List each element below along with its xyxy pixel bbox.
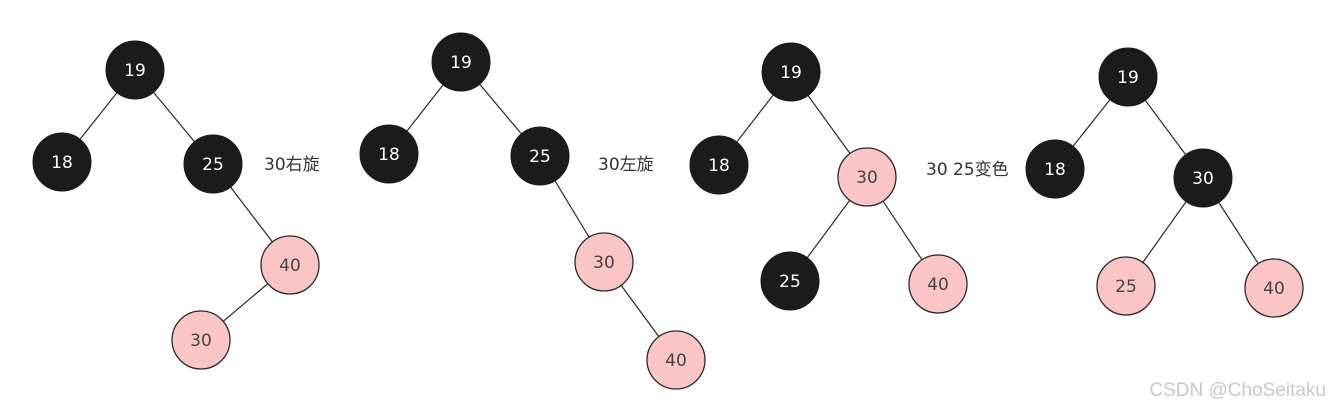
node-label-b25: 25 [529,147,551,167]
red-node-d40 [1244,258,1304,318]
black-node-b25 [510,126,570,186]
node-label-a18: 18 [51,153,73,173]
step-label-left-rotate: 30左旋 [598,155,654,175]
tree-diagram-2: 19 18 25 30 40 [359,32,706,390]
red-node-a40 [260,235,320,295]
black-node-a25 [183,134,243,194]
node-label-b19: 19 [450,53,472,73]
red-node-c40 [908,254,968,314]
node-label-b18: 18 [378,145,400,165]
black-node-b19 [431,32,491,92]
edges-layer [61,61,1275,361]
red-node-d25 [1096,256,1156,316]
red-node-b30 [574,232,634,292]
tree-diagram-3: 19 18 30 25 40 [689,42,968,314]
black-node-d18 [1025,139,1085,199]
step-label-recolor: 30 25变色 [926,160,1009,180]
black-node-d30 [1173,148,1233,208]
watermark: CSDN @ChoSeitaku [1149,380,1326,401]
red-node-a30 [171,310,231,370]
red-node-b40 [646,330,706,390]
red-node-c30 [837,147,897,207]
black-node-a18 [32,132,92,192]
node-label-a30: 30 [190,331,212,351]
node-label-d18: 18 [1044,160,1066,180]
black-node-c19 [761,42,821,102]
step-labels-layer: 30右旋 30左旋 30 25变色 [264,155,1009,180]
node-label-d30: 30 [1192,169,1214,189]
tree-diagram-1: 19 18 25 40 30 [32,40,320,370]
node-label-d19: 19 [1117,68,1139,88]
node-label-a25: 25 [202,155,224,175]
black-node-d19 [1098,47,1158,107]
node-label-c30: 30 [856,168,878,188]
node-label-c18: 18 [708,156,730,176]
node-label-d25: 25 [1115,277,1137,297]
black-node-c18 [689,135,749,195]
black-node-a19 [105,40,165,100]
black-node-c25 [760,251,820,311]
node-label-c19: 19 [780,63,802,83]
node-label-c25: 25 [779,272,801,292]
node-label-d40: 40 [1263,279,1285,299]
node-label-b30: 30 [593,253,615,273]
nodes-layer: 19 18 25 40 30 19 18 25 30 40 19 18 30 25 40 19 18 30 25 40 [32,32,1304,390]
node-label-a40: 40 [279,256,301,276]
node-label-b40: 40 [665,351,687,371]
black-node-b18 [359,124,419,184]
node-label-a19: 19 [124,61,146,81]
tree-diagram-4: 19 18 30 25 40 [1025,47,1304,318]
step-label-right-rotate: 30右旋 [264,155,320,175]
node-label-c40: 40 [927,275,949,295]
